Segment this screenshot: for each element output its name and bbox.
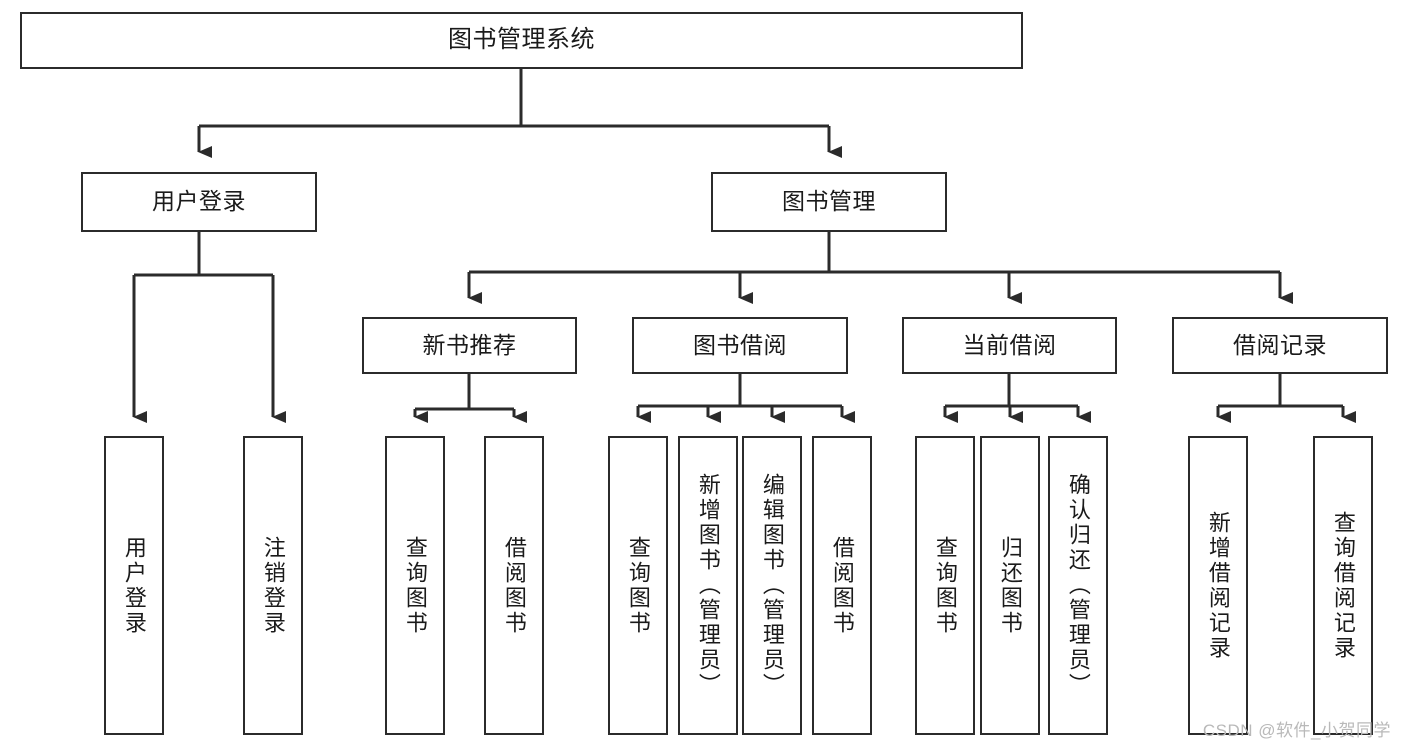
- leaf-query-book-2-label: 查询图书: [625, 535, 651, 636]
- leaf-logout[interactable]: 注销登录: [243, 436, 303, 735]
- node-book-manage[interactable]: 图书管理: [711, 172, 947, 232]
- leaf-borrow-book-2-label: 借阅图书: [829, 535, 855, 636]
- leaf-query-book-2[interactable]: 查询图书: [608, 436, 668, 735]
- node-new-book-recommend[interactable]: 新书推荐: [362, 317, 577, 374]
- leaf-edit-book[interactable]: 编辑图书（管理员）: [742, 436, 802, 735]
- leaf-logout-label: 注销登录: [260, 535, 286, 636]
- watermark: CSDN @软件_小贺同学: [1202, 721, 1391, 740]
- leaf-add-book-label: 新增图书（管理员）: [695, 473, 721, 698]
- leaf-query-book-3-label: 查询图书: [932, 535, 958, 636]
- node-root[interactable]: 图书管理系统: [20, 12, 1023, 69]
- leaf-add-record-label: 新增借阅记录: [1205, 510, 1231, 661]
- leaf-query-book-3[interactable]: 查询图书: [915, 436, 975, 735]
- node-new-book-recommend-label: 新书推荐: [422, 331, 517, 358]
- leaf-confirm-return[interactable]: 确认归还（管理员）: [1048, 436, 1108, 735]
- leaf-user-login[interactable]: 用户登录: [104, 436, 164, 735]
- leaf-borrow-book-1-label: 借阅图书: [501, 535, 527, 636]
- leaf-borrow-book-1[interactable]: 借阅图书: [484, 436, 544, 735]
- node-current-borrow-label: 当前借阅: [962, 331, 1057, 358]
- leaf-query-record-label: 查询借阅记录: [1330, 510, 1356, 661]
- leaf-query-record[interactable]: 查询借阅记录: [1313, 436, 1373, 735]
- leaf-user-login-label: 用户登录: [121, 535, 147, 636]
- leaf-edit-book-label: 编辑图书（管理员）: [759, 473, 785, 698]
- leaf-borrow-book-2[interactable]: 借阅图书: [812, 436, 872, 735]
- node-book-borrow-label: 图书借阅: [693, 331, 787, 358]
- leaf-add-record[interactable]: 新增借阅记录: [1188, 436, 1248, 735]
- leaf-return-book[interactable]: 归还图书: [980, 436, 1040, 735]
- node-user-login-label: 用户登录: [152, 188, 246, 215]
- leaf-add-book[interactable]: 新增图书（管理员）: [678, 436, 738, 735]
- node-user-login[interactable]: 用户登录: [81, 172, 317, 232]
- leaf-query-book-1[interactable]: 查询图书: [385, 436, 445, 735]
- node-root-label: 图书管理系统: [448, 26, 595, 54]
- leaf-confirm-return-label: 确认归还（管理员）: [1065, 473, 1091, 698]
- node-book-manage-label: 图书管理: [782, 188, 876, 215]
- node-current-borrow[interactable]: 当前借阅: [902, 317, 1117, 374]
- leaf-query-book-1-label: 查询图书: [402, 535, 428, 636]
- leaf-return-book-label: 归还图书: [997, 535, 1023, 636]
- node-borrow-record-label: 借阅记录: [1233, 331, 1327, 358]
- node-book-borrow[interactable]: 图书借阅: [632, 317, 848, 374]
- node-borrow-record[interactable]: 借阅记录: [1172, 317, 1388, 374]
